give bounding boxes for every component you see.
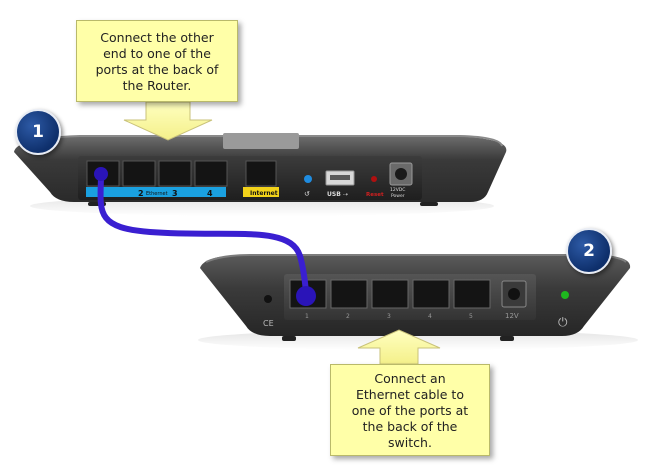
callout-line: ports at the back of [95,62,219,77]
router-port [158,160,192,187]
router-wps-button [304,175,312,183]
router-wps-icon: ↺ [304,190,310,198]
router-port [194,160,228,187]
switch-power-jack-hole [508,288,520,300]
ce-mark-icon: CE [263,319,274,328]
router-reset-label: Reset [366,192,384,198]
callout-line: switch. [388,435,432,450]
switch-port-number: 3 [387,313,391,320]
router-reset-button [371,176,377,182]
callout-line: end to one of the [103,46,211,61]
router-port-number: 2 [138,189,144,198]
router-usb-label: USB [327,191,341,198]
router-ethernet-ports [86,160,228,187]
switch-foot [500,336,514,341]
cable-plug-switch [296,286,316,306]
switch-status-led [561,291,569,299]
router-port [122,160,156,187]
switch-top-edge [205,254,627,263]
router-internet-port [245,160,277,187]
callout-line: Connect the other [100,30,214,45]
router-ethernet-band [86,187,226,197]
switch-port [371,279,409,309]
router-power-jack-hole [395,168,407,180]
callout-line: the back of the [362,419,458,434]
router-internet-label: Internet [250,190,278,197]
router-port-number: 3 [172,189,178,198]
router-ethernet-label: Ethernet [146,191,168,197]
usb-icon: ⇢ [343,191,348,198]
power-icon: ⏻ [558,315,568,329]
switch-port-number: 5 [469,313,473,320]
router-foot [420,202,438,206]
switch-port [330,279,368,309]
step-1-badge: 1 [15,109,61,155]
callout-line: one of the ports at [351,403,469,418]
switch-port-number: 2 [346,313,350,320]
callout-line: Connect an [374,371,446,386]
router: 2 Ethernet 3 4 Internet ↺ USB ⇢ Reset 12… [14,133,507,216]
callout-line: the Router. [122,78,192,93]
router-port-number: 4 [207,189,213,198]
switch-port [453,279,491,309]
switch: 1 2 3 4 5 12V ⏻ CE [198,254,638,350]
callout-line: Ethernet cable to [356,387,464,402]
router-internet-band [243,187,279,197]
switch-port-number: 1 [305,313,309,320]
switch-port [412,279,450,309]
step-2-badge: 2 [566,228,612,274]
switch-power-label: 12V [505,312,519,320]
callout-connect-router: Connect the other end to one of the port… [76,20,238,102]
cable-plug-router [94,167,108,181]
switch-port-number: 4 [428,313,432,320]
switch-ethernet-ports [289,279,491,309]
switch-side-hole [264,295,272,303]
router-power-label-1: 12VDC [390,187,405,193]
arrow-up-icon [357,329,441,365]
arrow-down-icon [123,101,213,141]
switch-foot [282,336,296,341]
ethernet-cable [97,175,309,295]
router-handle [223,133,299,149]
router-usb-port-inner [330,175,350,180]
router-power-label-2: Power [391,193,405,199]
callout-connect-switch: Connect an Ethernet cable to one of the … [330,364,490,456]
